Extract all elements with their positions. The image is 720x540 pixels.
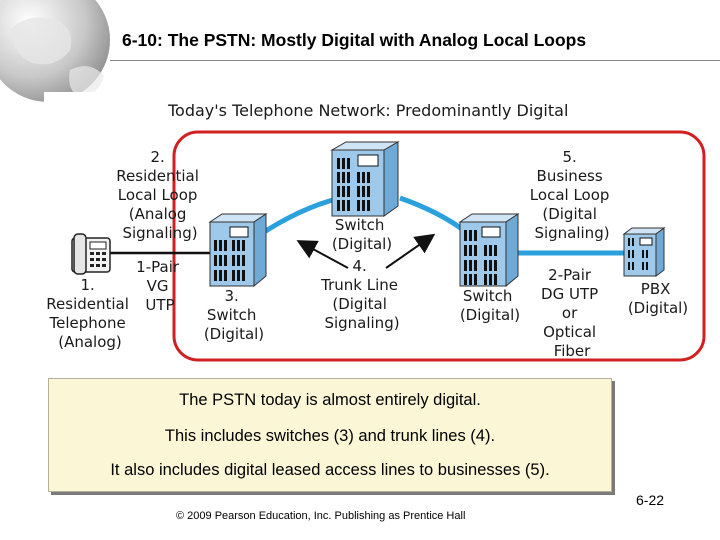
pstn-diagram: Today's Telephone Network: Predominantly… [44, 92, 706, 380]
telephone-icon [71, 233, 111, 275]
digital-region-highlight [172, 130, 706, 362]
label-1-pair-vg-utp: 1-Pair VG UTP [136, 258, 184, 314]
switch-right-icon [458, 213, 520, 288]
page-number: 6-22 [636, 492, 665, 508]
label-switch-right: Switch (Digital) [460, 287, 520, 324]
label-switch-top: Switch (Digital) [332, 216, 392, 253]
pointer-arrow-left [296, 240, 349, 269]
globe-logo [0, 0, 110, 102]
diagram-background [44, 92, 706, 380]
callout-line-2: This includes switches (3) and trunk lin… [164, 427, 496, 445]
callout-line-3: It also includes digital leased access l… [110, 461, 550, 479]
title-divider [110, 60, 720, 61]
pbx-icon [622, 227, 666, 277]
label-residential-local-loop: 2. Residential Local Loop (Analog Signal… [116, 148, 203, 242]
switch-top-icon [330, 141, 400, 217]
callout-line-1: The PSTN today is almost entirely digita… [179, 391, 481, 409]
label-residential-telephone: 1. Residential Telephone (Analog) [46, 276, 133, 351]
pointer-arrow-right [385, 233, 436, 269]
label-switch-3: 3. Switch (Digital) [204, 287, 264, 343]
label-pbx: PBX (Digital) [628, 280, 688, 317]
switch-3-icon [208, 213, 268, 288]
slide-title: 6-10: The PSTN: Mostly Digital with Anal… [122, 30, 587, 50]
label-2-pair-dg-utp: 2-Pair DG UTP or Optical Fiber [541, 266, 603, 360]
copyright-footer: © 2009 Pearson Education, Inc. Publishin… [176, 510, 466, 522]
label-business-local-loop: 5. Business Local Loop (Digital Signalin… [530, 148, 614, 242]
label-trunk-line: 4. Trunk Line (Digital Signaling) [320, 257, 403, 332]
diagram-title: Today's Telephone Network: Predominantly… [167, 101, 568, 120]
summary-callout: The PSTN today is almost entirely digita… [48, 378, 612, 492]
